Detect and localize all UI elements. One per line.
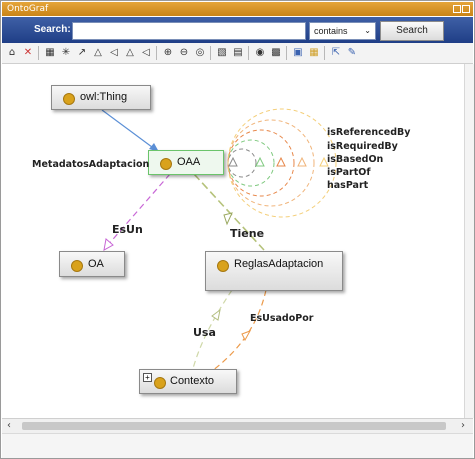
tiene-edge: [193, 173, 265, 251]
edge-label-esusadopor: EsUsadoPor: [250, 313, 314, 324]
chevron-down-icon: ⌄: [364, 26, 371, 35]
arrow-head: [255, 156, 265, 167]
toolbar-divider: [248, 46, 249, 60]
vertical-scrollbar[interactable]: [464, 64, 474, 418]
scrollbar-thumb[interactable]: [22, 422, 446, 430]
node-tooltip-icon[interactable]: ▩: [271, 47, 281, 58]
toolbar-divider: [210, 46, 211, 60]
configure-icon[interactable]: ✎: [347, 47, 357, 58]
edge-label-self-loop: isPartOf: [327, 167, 371, 178]
toolbar: ⌂ ✕ ▦ ✳ ↗ △ ◁ △ ◁ ⊕ ⊖ ◎ ▧ ▤ ◉ ▩ ▣ ▦ ⇱ ✎: [2, 43, 473, 64]
close-icon[interactable]: [462, 5, 470, 13]
title-bar: OntoGraf: [2, 2, 473, 16]
node-label: owl:Thing: [80, 91, 128, 103]
graph-edges: [101, 108, 337, 375]
edge-label-self-loop: isRequiredBy: [327, 141, 398, 152]
search-label: Search:: [34, 24, 71, 35]
edge-label-esun: EsUn: [112, 223, 143, 236]
arrow-head: [103, 238, 114, 251]
tree-down-layout-icon[interactable]: △: [94, 47, 102, 58]
edge-label-metadatos: MetadatosAdaptacion: [32, 159, 150, 170]
filter-icon[interactable]: ▧: [217, 47, 227, 58]
arrow-head: [241, 330, 252, 342]
export-icon[interactable]: ⇱: [331, 47, 341, 58]
save-icon[interactable]: ▣: [293, 47, 303, 58]
class-icon: [63, 93, 75, 105]
grid-layout-icon[interactable]: ▦: [45, 47, 55, 58]
edge-label-tiene: Tiene: [230, 227, 265, 240]
arc-types-icon[interactable]: ▤: [233, 47, 243, 58]
node-contexto[interactable]: + Contexto: [139, 369, 237, 394]
toolbar-divider: [324, 46, 325, 60]
node-label: Contexto: [170, 375, 215, 387]
self-loop-edge: [227, 129, 295, 197]
arrow-head: [149, 143, 159, 152]
search-bar: Search: contains ⌄ Search: [2, 17, 473, 43]
search-button[interactable]: Search: [380, 21, 444, 41]
arrow-head: [297, 156, 307, 167]
node-label: ReglasAdaptacion: [234, 258, 324, 270]
arrow-head: [223, 212, 233, 226]
toolbar-divider: [156, 46, 157, 60]
node-owl-thing[interactable]: owl:Thing: [51, 85, 151, 110]
node-reglas-adaptacion[interactable]: ReglasAdaptacion: [205, 251, 343, 291]
edge-label-usa: Usa: [193, 326, 216, 339]
radial-layout-icon[interactable]: ✳: [61, 47, 71, 58]
scroll-right-icon[interactable]: ›: [461, 420, 465, 431]
node-label: OA: [88, 258, 104, 270]
class-icon: [71, 260, 83, 272]
arrow-head: [211, 308, 221, 321]
arrow-head: [319, 156, 329, 167]
status-bar: [2, 433, 473, 458]
arrow-head: [228, 156, 238, 167]
toolbar-divider: [38, 46, 39, 60]
home-icon[interactable]: ⌂: [8, 47, 16, 58]
spring-layout-icon[interactable]: ↗: [77, 47, 87, 58]
expand-icon[interactable]: +: [143, 373, 152, 382]
camera-icon[interactable]: ◉: [255, 47, 265, 58]
esun-edge: [106, 173, 171, 247]
horizontal-tree-icon[interactable]: △: [126, 47, 134, 58]
scroll-left-icon[interactable]: ‹: [7, 420, 11, 431]
search-mode-value: contains: [314, 26, 348, 36]
window-title: OntoGraf: [7, 4, 49, 14]
node-label: OAA: [177, 156, 201, 168]
arrow-head: [276, 156, 286, 167]
search-mode-select[interactable]: contains ⌄: [309, 22, 376, 40]
tree-left-layout-icon[interactable]: ◁: [110, 47, 118, 58]
open-icon[interactable]: ▦: [309, 47, 319, 58]
usa-edge: [191, 289, 233, 373]
edge-label-self-loop: hasPart: [327, 180, 369, 191]
class-icon: [154, 377, 166, 389]
node-oaa[interactable]: OAA: [148, 150, 224, 175]
search-input[interactable]: [72, 22, 306, 40]
esusadopor-edge: [207, 289, 267, 375]
remove-node-icon[interactable]: ✕: [23, 47, 33, 58]
subclass-edge: [101, 109, 157, 151]
edge-label-self-loop: isBasedOn: [327, 154, 384, 165]
zoom-in-icon[interactable]: ⊕: [163, 47, 173, 58]
vertical-tree-icon[interactable]: ◁: [142, 47, 150, 58]
graph-canvas[interactable]: owl:Thing OAA OA ReglasAdaptacion + Cont…: [2, 64, 464, 418]
zoom-out-icon[interactable]: ⊖: [179, 47, 189, 58]
class-icon: [217, 260, 229, 272]
restore-icon[interactable]: [453, 5, 461, 13]
toolbar-divider: [286, 46, 287, 60]
class-icon: [160, 158, 172, 170]
horizontal-scrollbar[interactable]: ‹ ›: [2, 418, 473, 433]
edge-label-self-loop: isReferencedBy: [327, 127, 411, 138]
self-loop-edge: [227, 108, 337, 218]
zoom-fit-icon[interactable]: ◎: [195, 47, 205, 58]
node-oa[interactable]: OA: [59, 251, 125, 277]
